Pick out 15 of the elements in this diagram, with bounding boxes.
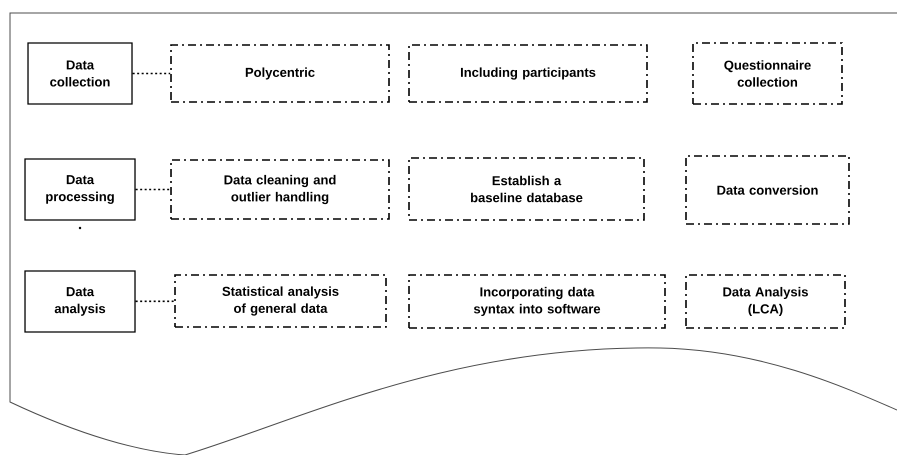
step-box: Incorporating data syntax into software xyxy=(408,274,666,329)
step-box: Polycentric xyxy=(170,44,390,103)
connector-line xyxy=(132,72,170,74)
connector-line xyxy=(136,300,174,302)
stage-box: Data collection xyxy=(27,42,133,105)
stage-box: Data processing xyxy=(24,158,136,221)
step-box: Data cleaning and outlier handling xyxy=(170,159,390,220)
step-box: Questionnaire collection xyxy=(692,42,843,105)
step-box: Including participants xyxy=(408,44,648,103)
connector-line xyxy=(136,188,170,190)
stage-box: Data analysis xyxy=(24,270,136,333)
step-box: Statistical analysis of general data xyxy=(174,274,387,328)
step-box: Data conversion xyxy=(685,155,850,225)
step-box: Establish a baseline database xyxy=(408,157,645,221)
step-box: Data Analysis (LCA) xyxy=(685,274,846,329)
